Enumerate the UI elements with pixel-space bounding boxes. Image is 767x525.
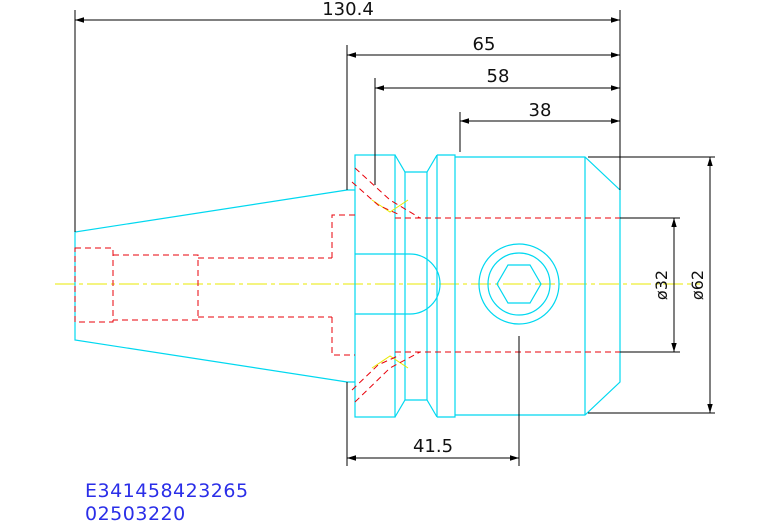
dim-text-38: 38 bbox=[529, 100, 552, 121]
dim-text-d32: ø32 bbox=[652, 270, 671, 300]
chamfer-marks bbox=[371, 199, 409, 369]
dimension-lines bbox=[74, 10, 715, 466]
dim-text-58: 58 bbox=[487, 66, 510, 87]
part-code-line-1: E341458423265 bbox=[85, 480, 249, 502]
part-code-line-2: 02503220 bbox=[85, 503, 186, 525]
dim-text-130-4: 130.4 bbox=[322, 0, 374, 20]
dim-text-d62: ø62 bbox=[688, 270, 707, 300]
part-outline bbox=[74, 154, 621, 418]
dim-text-65: 65 bbox=[473, 34, 496, 55]
dim-text-41-5: 41.5 bbox=[413, 436, 453, 457]
hidden-lines bbox=[74, 167, 620, 403]
